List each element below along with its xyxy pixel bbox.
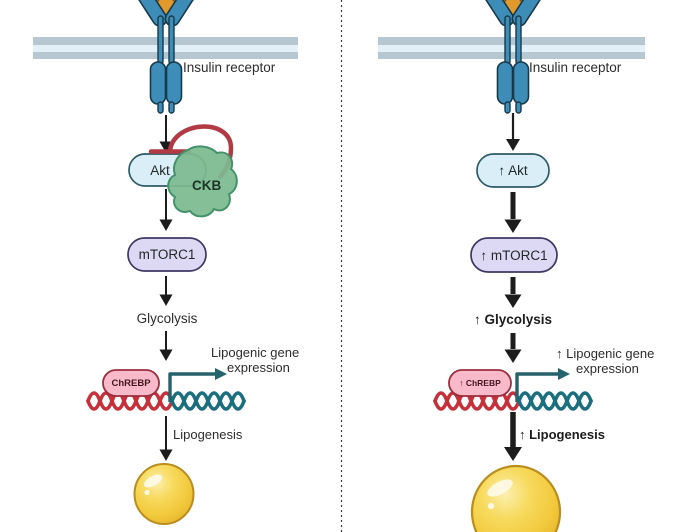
lipogenesis-label: ↑ Lipogenesis [519,427,605,442]
akt-label: Akt [150,162,170,178]
chrebp-label: ChREBP [111,377,151,389]
cell-membrane-icon [33,37,298,59]
ckb-label: CKB [192,178,222,193]
lipid-droplet-icon [470,464,562,532]
ckb-protein-icon [167,145,238,218]
lipogenic-gene-label-line1: Lipogenic gene [211,345,300,360]
chrebp-label: ↑ ChREBP [459,378,501,388]
mtorc1-label: ↑ mTORC1 [480,247,548,263]
mtorc1-label: mTORC1 [138,247,196,262]
chrebp-node [102,369,160,397]
mtorc1-node [470,237,558,273]
arrow-glycolysis-to-dna [504,333,522,363]
glycolysis-label: Glycolysis [136,311,198,326]
insulin-receptor-icon [483,0,543,114]
panel-upregulated [378,0,645,532]
lipid-droplet-icon [133,463,195,525]
arrow-mtorc1-to-glycolysis [504,277,522,308]
arrow-lipogenesis [504,412,522,461]
lipogenic-gene-label-line2: expression [576,361,639,376]
arrow-mtorc1-to-glycolysis [159,276,173,306]
akt-node [476,153,550,188]
mtorc1-node [127,237,207,272]
arrow-akt-to-mtorc1 [159,189,173,231]
arrow-lipogenesis [159,416,173,461]
arrow-akt-to-mtorc1 [504,192,522,233]
cell-membrane-icon [378,37,645,59]
lipogenic-gene-label-line2: expression [227,360,290,375]
insulin-receptor-label: Insulin receptor [183,60,276,75]
lipogenic-gene-label-line1: ↑ Lipogenic gene [556,346,655,361]
insulin-receptor-label: Insulin receptor [529,60,622,75]
glycolysis-label: ↑ Glycolysis [473,312,553,327]
insulin-receptor-icon [136,0,196,114]
chrebp-node [448,369,512,397]
panel-normal [33,0,298,525]
akt-label: ↑ Akt [498,163,528,178]
arrow-receptor-to-akt [506,113,520,151]
transcription-arrow-icon [515,368,570,402]
transcription-arrow-icon [168,368,227,402]
arrow-glycolysis-to-dna [159,331,173,361]
lipogenesis-label: Lipogenesis [173,427,243,442]
